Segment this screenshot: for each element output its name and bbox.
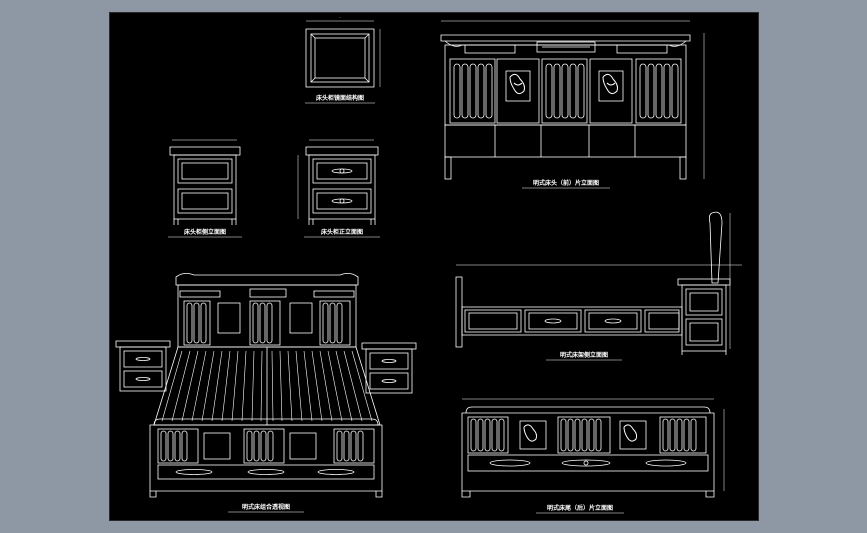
nightstand-side-caption: 床头柜侧立面图 xyxy=(184,228,226,236)
furniture-drawing-sheet: · 床头柜镜面结构图 床头柜侧立面图 床头柜正 xyxy=(115,15,742,514)
svg-text:·: · xyxy=(339,15,340,20)
nightstand-front-caption: 床头柜正立面图 xyxy=(321,228,363,236)
footboard-front-view: 明式床尾（后）片立面图 xyxy=(461,398,725,514)
headboard-front-view: 明式床头（前）片立面图 xyxy=(440,20,705,189)
bed-perspective-view: 明式床组合透视图 xyxy=(115,273,417,513)
mirror-frame-caption: 床头柜镜面结构图 xyxy=(316,94,364,102)
nightstand-side-view: 床头柜侧立面图 xyxy=(168,139,242,238)
mirror-frame-view: · 床头柜镜面结构图 xyxy=(305,15,381,104)
cad-drawing-canvas[interactable]: · 床头柜镜面结构图 床头柜侧立面图 床头柜正 xyxy=(109,12,759,521)
headboard-slats xyxy=(453,63,679,119)
footboard-front-caption: 明式床尾（后）片立面图 xyxy=(547,504,613,512)
bed-perspective-caption: 明式床组合透视图 xyxy=(242,503,290,511)
bed-side-view: 明式床架侧立面图 xyxy=(455,211,742,361)
headboard-front-caption: 明式床头（前）片立面图 xyxy=(533,179,599,187)
bed-slat-lines xyxy=(161,350,373,422)
bed-side-caption: 明式床架侧立面图 xyxy=(560,351,608,359)
nightstand-front-view: 床头柜正立面图 xyxy=(297,139,380,238)
